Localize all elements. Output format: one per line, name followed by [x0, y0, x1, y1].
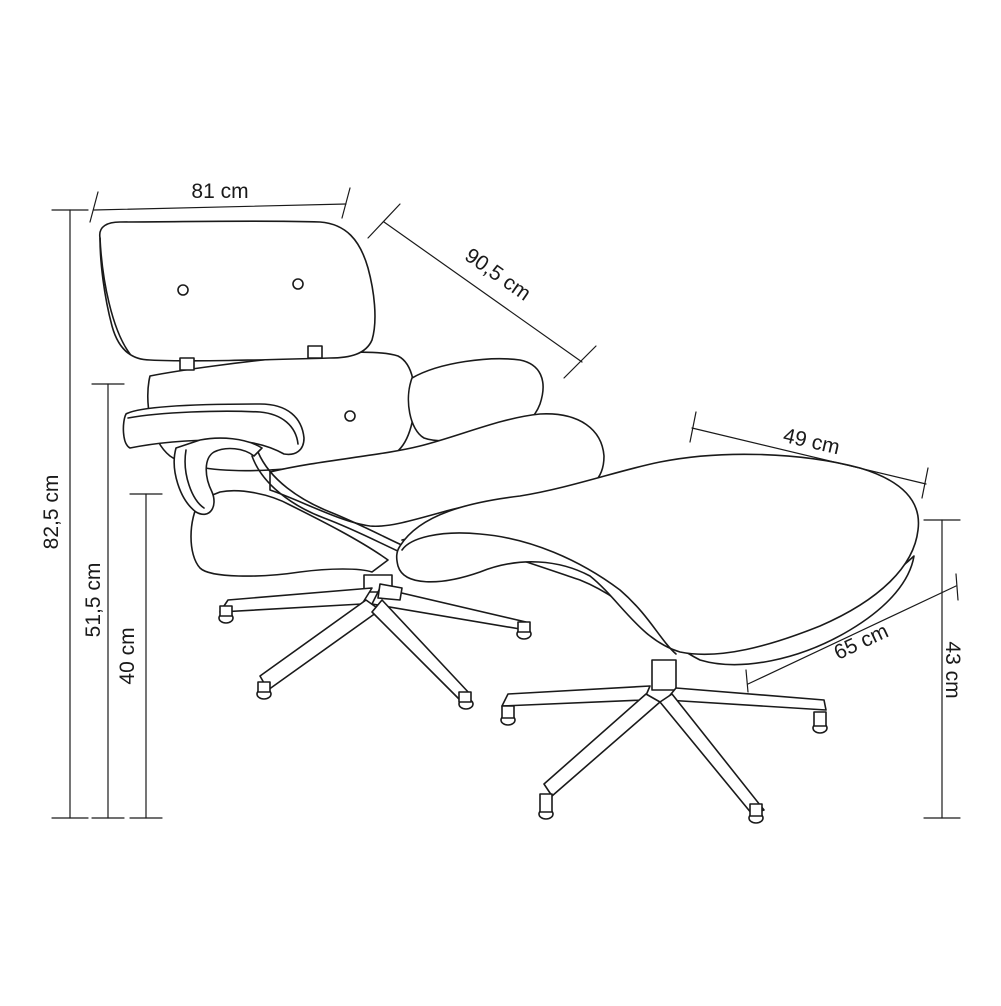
- ottoman-base: [500, 659, 828, 824]
- label-ottoman-height: 43 cm: [941, 641, 964, 698]
- label-chair-width: 81 cm: [191, 180, 248, 203]
- dimension-lines: [51, 187, 961, 819]
- ottoman-cushion: [395, 453, 920, 656]
- lounge-chair: [98, 220, 605, 710]
- headrest-button-left: [177, 284, 189, 296]
- label-chair-height: 82,5 cm: [40, 475, 63, 550]
- label-chair-depth: 90,5 cm: [461, 244, 535, 306]
- chair-rear-shell: [190, 489, 389, 577]
- chair-armrest: [122, 403, 305, 456]
- ottoman: [395, 453, 920, 824]
- label-seat-height: 40 cm: [116, 627, 139, 684]
- chair-base: [218, 574, 532, 710]
- label-armrest-height: 51,5 cm: [82, 563, 105, 638]
- chair-headrest: [98, 220, 376, 362]
- headrest-button-right: [292, 278, 304, 290]
- back-button: [344, 410, 356, 422]
- label-ottoman-width: 49 cm: [781, 424, 842, 459]
